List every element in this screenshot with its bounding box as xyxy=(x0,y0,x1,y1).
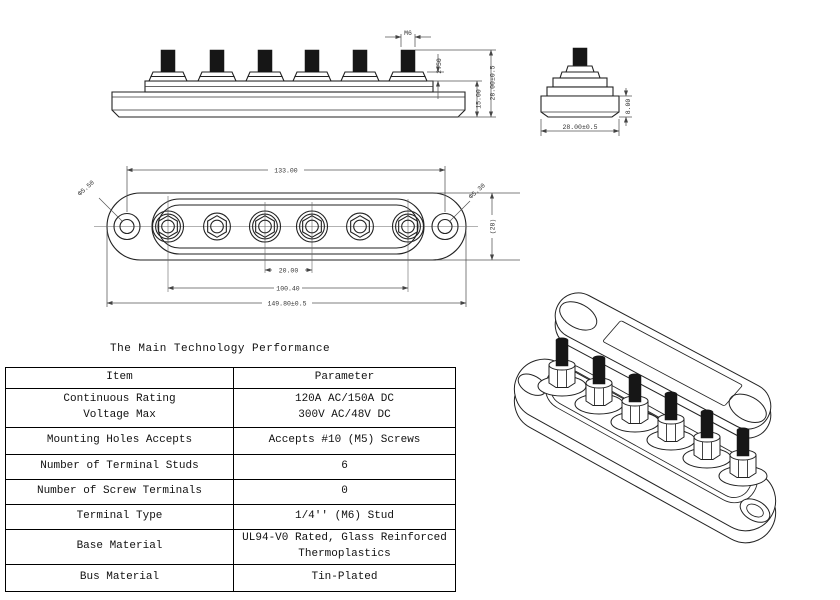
front-stud-2 xyxy=(197,49,237,82)
spec-param-cell: Accepts #10 (M5) Screws xyxy=(233,427,456,455)
table-row: Number of Screw Terminals 0 xyxy=(5,479,456,505)
spec-item-cell: Bus Material xyxy=(5,563,234,592)
spec-param-cell: 120A AC/150A DC 300V AC/48V DC xyxy=(233,388,456,428)
front-stud-4 xyxy=(292,49,332,82)
side-step1 xyxy=(552,77,608,88)
dim-top-stud-pitch: 20.00 xyxy=(279,267,299,274)
dim-front-washer-height: 2.50 xyxy=(436,58,443,74)
spec-param-cell: UL94-V0 Rated, Glass Reinforced Thermopl… xyxy=(233,529,456,565)
dim-front-base-height: 15.00 xyxy=(476,89,483,109)
iso-cover-hole-right xyxy=(728,393,767,423)
front-view: M6 2.50 15.00 28.00±0.5 xyxy=(111,30,497,118)
table-row: Base Material UL94-V0 Rated, Glass Reinf… xyxy=(5,529,456,565)
table-row: Continuous Rating Voltage Max 120A AC/15… xyxy=(5,388,456,428)
dim-side-base-height: 8.00 xyxy=(625,99,632,115)
top-mount-hole-left xyxy=(113,212,141,241)
iso-cover xyxy=(554,292,772,430)
dim-top-hole-dia-left: Φ5.50 xyxy=(77,179,96,197)
table-row: Terminal Type 1/4'' (M6) Stud xyxy=(5,504,456,530)
dim-top-stud-span: 100.40 xyxy=(276,285,300,292)
isometric-view xyxy=(513,292,777,544)
iso-cover-hole-left xyxy=(559,301,598,331)
spec-item-cell: Mounting Holes Accepts xyxy=(5,427,234,455)
spec-item-cell: Number of Terminal Studs xyxy=(5,454,234,480)
dim-front-thread: M6 xyxy=(404,30,412,37)
front-stud-3 xyxy=(245,49,285,82)
spec-table-title: The Main Technology Performance xyxy=(110,343,331,355)
side-step2 xyxy=(546,86,614,97)
front-base-outline xyxy=(111,91,466,118)
spec-item-cell: Continuous Rating Voltage Max xyxy=(5,388,234,428)
dim-top-overall-length: 149.80±0.5 xyxy=(267,300,306,307)
iso-cover-window xyxy=(603,320,743,406)
side-washer xyxy=(559,71,601,79)
top-view: 133.00 (28) 20.00 100.40 149.80±0.5 Φ5.5… xyxy=(77,166,520,307)
spec-table: Item Parameter Continuous Rating Voltage… xyxy=(5,367,456,592)
side-view: 8.00 28.00±0.5 xyxy=(540,47,632,136)
dim-top-height-ref: (28) xyxy=(490,219,497,235)
front-stud-6 xyxy=(388,49,428,82)
side-nut xyxy=(565,65,595,73)
spec-param-cell: 0 xyxy=(233,479,456,505)
spec-param-cell: 1/4'' (M6) Stud xyxy=(233,504,456,530)
iso-base-hole-right xyxy=(739,498,771,523)
table-row: Number of Terminal Studs 6 xyxy=(5,454,456,480)
spec-item-cell: Terminal Type xyxy=(5,504,234,530)
spec-header-row: Item Parameter xyxy=(5,367,456,389)
spec-header-item: Item xyxy=(5,367,234,389)
table-row: Mounting Holes Accepts Accepts #10 (M5) … xyxy=(5,427,456,455)
dim-top-hole-pitch: 133.00 xyxy=(274,168,298,175)
top-mount-hole-right xyxy=(431,212,459,241)
dim-top-hole-dia-right: Φ5.30 xyxy=(468,182,487,200)
spec-param-cell: Tin-Plated xyxy=(233,563,456,592)
dim-front-total-height: 28.00±0.5 xyxy=(490,65,497,100)
spec-header-parameter: Parameter xyxy=(233,367,456,389)
dim-side-width: 28.00±0.5 xyxy=(562,124,597,131)
spec-param-cell: 6 xyxy=(233,454,456,480)
side-base xyxy=(540,95,620,118)
table-row: Bus Material Tin-Plated xyxy=(5,563,456,592)
spec-item-cell: Number of Screw Terminals xyxy=(5,479,234,505)
iso-deck-outline xyxy=(544,364,758,504)
front-stud-5 xyxy=(340,49,380,82)
front-stud-1 xyxy=(148,49,188,82)
spec-item-cell: Base Material xyxy=(5,529,234,565)
